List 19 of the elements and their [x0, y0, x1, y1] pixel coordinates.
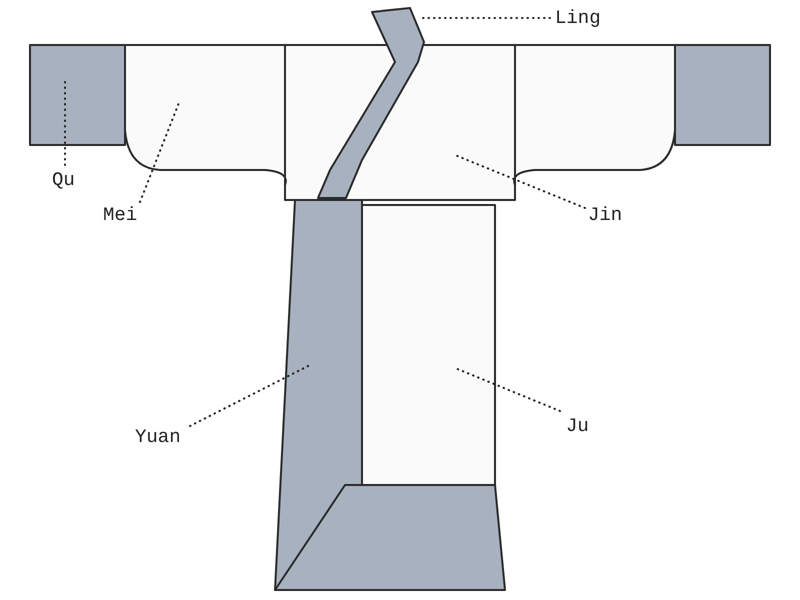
leader-line: [421, 17, 551, 19]
part-label: Qu: [52, 169, 75, 191]
part-label: Yuan: [135, 426, 181, 448]
leader-line: [189, 364, 311, 427]
leader-line: [454, 367, 561, 412]
leader-line: [454, 154, 586, 209]
sleeve-cuff: [29, 44, 126, 146]
part-label: Jin: [588, 204, 622, 226]
skirt: [361, 204, 496, 486]
skirt-hem: [274, 484, 506, 591]
sleeve: [124, 44, 287, 186]
sleeve-cuff: [674, 44, 771, 146]
front-panel: [274, 199, 363, 591]
leader-line: [64, 79, 66, 166]
part-label: Mei: [103, 204, 138, 226]
part-label: Ling: [555, 7, 601, 29]
part-label: Ju: [566, 415, 589, 437]
collar: [317, 7, 425, 199]
sleeve: [513, 44, 676, 186]
